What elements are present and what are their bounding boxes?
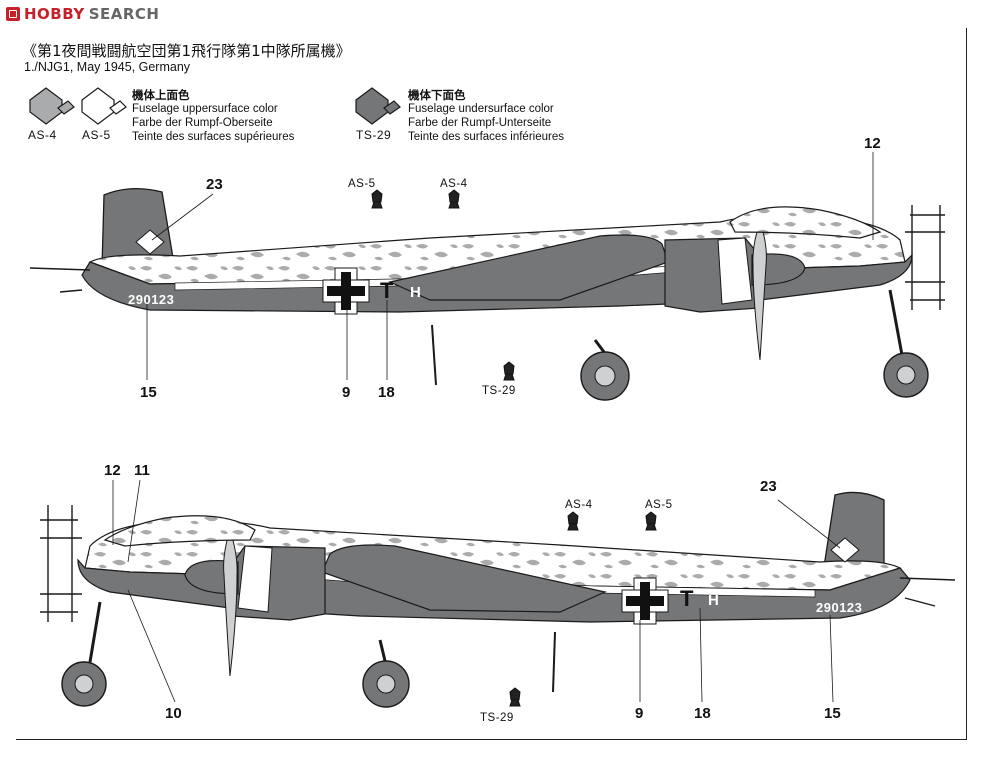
legend-code-as4: AS-4 [28, 128, 57, 142]
callout-top-18: 18 [378, 384, 395, 401]
code-letter-bottom: T [680, 586, 694, 611]
hobby-search-logo[interactable]: HOBBY SEARCH [6, 4, 160, 24]
paint-drop-icon-top-ts29 [503, 361, 515, 381]
page-subtitle: 1./NJG1, May 1945, Germany [24, 60, 191, 74]
code-letter-top-2: H [410, 284, 422, 301]
callout-bottom-11: 11 [134, 462, 150, 479]
legend-lower-heading: 機体下面色 [408, 88, 466, 102]
legend-upper-fr: Teinte des surfaces supérieures [132, 131, 295, 143]
legend-lower-en: Fuselage undersurface color [408, 103, 554, 115]
legend-lower: 機体下面色 Fuselage undersurface color Farbe … [408, 88, 564, 144]
serial-top: 290123 [128, 292, 175, 307]
code-letter-bottom-2: H [708, 592, 720, 609]
paint-drop-icon-bottom-ts29 [509, 687, 521, 707]
paint-drop-icon-top-as5 [371, 189, 383, 209]
logo-text-search: SEARCH [88, 5, 160, 23]
callout-top-15: 15 [140, 384, 157, 401]
callout-top-9: 9 [342, 384, 351, 401]
paint-drop-icon-bottom-as5 [645, 511, 657, 531]
legend-upper: 機体上面色 Fuselage uppersurface color Farbe … [132, 88, 294, 144]
paint-tag-top-as4: AS-4 [440, 178, 468, 190]
callout-bottom-10: 10 [165, 705, 182, 722]
callout-bottom-18: 18 [694, 705, 711, 722]
legend-code-ts29: TS-29 [356, 128, 392, 142]
legend-lower-de: Farbe der Rumpf-Unterseite [408, 117, 552, 129]
legend-lower-fr: Teinte des surfaces inférieures [408, 131, 564, 143]
callout-top-12: 12 [864, 135, 881, 152]
paint-drop-icon-bottom-as4 [567, 511, 579, 531]
paint-tag-top-as5: AS-5 [348, 178, 376, 190]
callout-top-23: 23 [206, 176, 223, 193]
legend-upper-heading: 機体上面色 [132, 88, 190, 102]
tail-emblem-bottom [830, 537, 860, 563]
instruction-frame [16, 28, 967, 740]
page-title: 《第1夜間戦闘航空団第1飛行隊第1中隊所属機》 [22, 42, 351, 60]
paint-tag-top-ts29: TS-29 [482, 385, 516, 397]
callout-bottom-15: 15 [824, 705, 841, 722]
legend-upper-de: Farbe der Rumpf-Oberseite [132, 117, 273, 129]
callout-bottom-9: 9 [635, 705, 644, 722]
serial-bottom: 290123 [816, 600, 863, 615]
paint-jar-icon-ts29 [355, 87, 401, 125]
legend-code-as5: AS-5 [82, 128, 111, 142]
paint-drop-icon-top-as4 [448, 189, 460, 209]
balkenkreuz-insignia-top [322, 267, 370, 315]
callout-bottom-12: 12 [104, 462, 121, 479]
paint-tag-bottom-as4: AS-4 [565, 499, 593, 511]
paint-jar-icon-as5 [81, 87, 127, 125]
paint-jar-icon-as4 [29, 87, 75, 125]
code-letter-top: T [380, 278, 394, 303]
paint-tag-bottom-ts29: TS-29 [480, 712, 514, 724]
logo-icon [6, 7, 20, 21]
balkenkreuz-insignia-bottom [621, 577, 669, 625]
legend-upper-en: Fuselage uppersurface color [132, 103, 278, 115]
logo-text-hobby: HOBBY [24, 5, 85, 23]
callout-bottom-23: 23 [760, 478, 777, 495]
paint-tag-bottom-as5: AS-5 [645, 499, 673, 511]
